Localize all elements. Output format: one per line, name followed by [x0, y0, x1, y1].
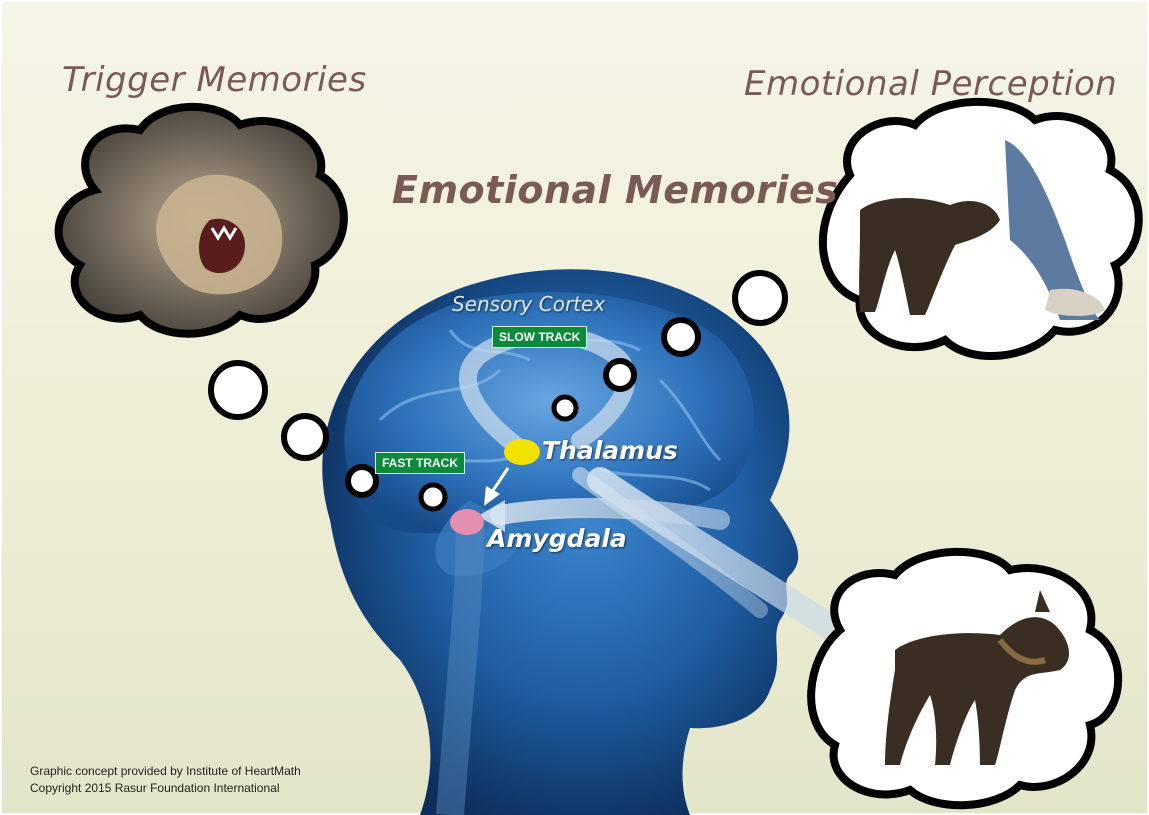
emotional-memories-heading: Emotional Memories — [392, 168, 838, 212]
trigger-memory-cloud — [59, 107, 344, 334]
thalamus-label: Thalamus — [542, 436, 678, 465]
amygdala-label: Amygdala — [487, 524, 627, 553]
sensory-input-cloud — [811, 552, 1118, 805]
emotional-perception-heading: Emotional Perception — [744, 64, 1117, 104]
slow-track-tag: SLOW TRACK — [492, 326, 587, 348]
credit-line-2: Copyright 2015 Rasur Foundation Internat… — [30, 781, 280, 795]
sensory-cortex-label: Sensory Cortex — [452, 292, 605, 316]
amygdala-marker — [450, 509, 484, 535]
perception-cloud — [823, 102, 1139, 356]
fast-track-tag: FAST TRACK — [375, 452, 465, 474]
thalamus-marker — [504, 439, 540, 465]
credit-line-1: Graphic concept provided by Institute of… — [30, 764, 301, 778]
trigger-memories-heading: Trigger Memories — [62, 60, 367, 100]
